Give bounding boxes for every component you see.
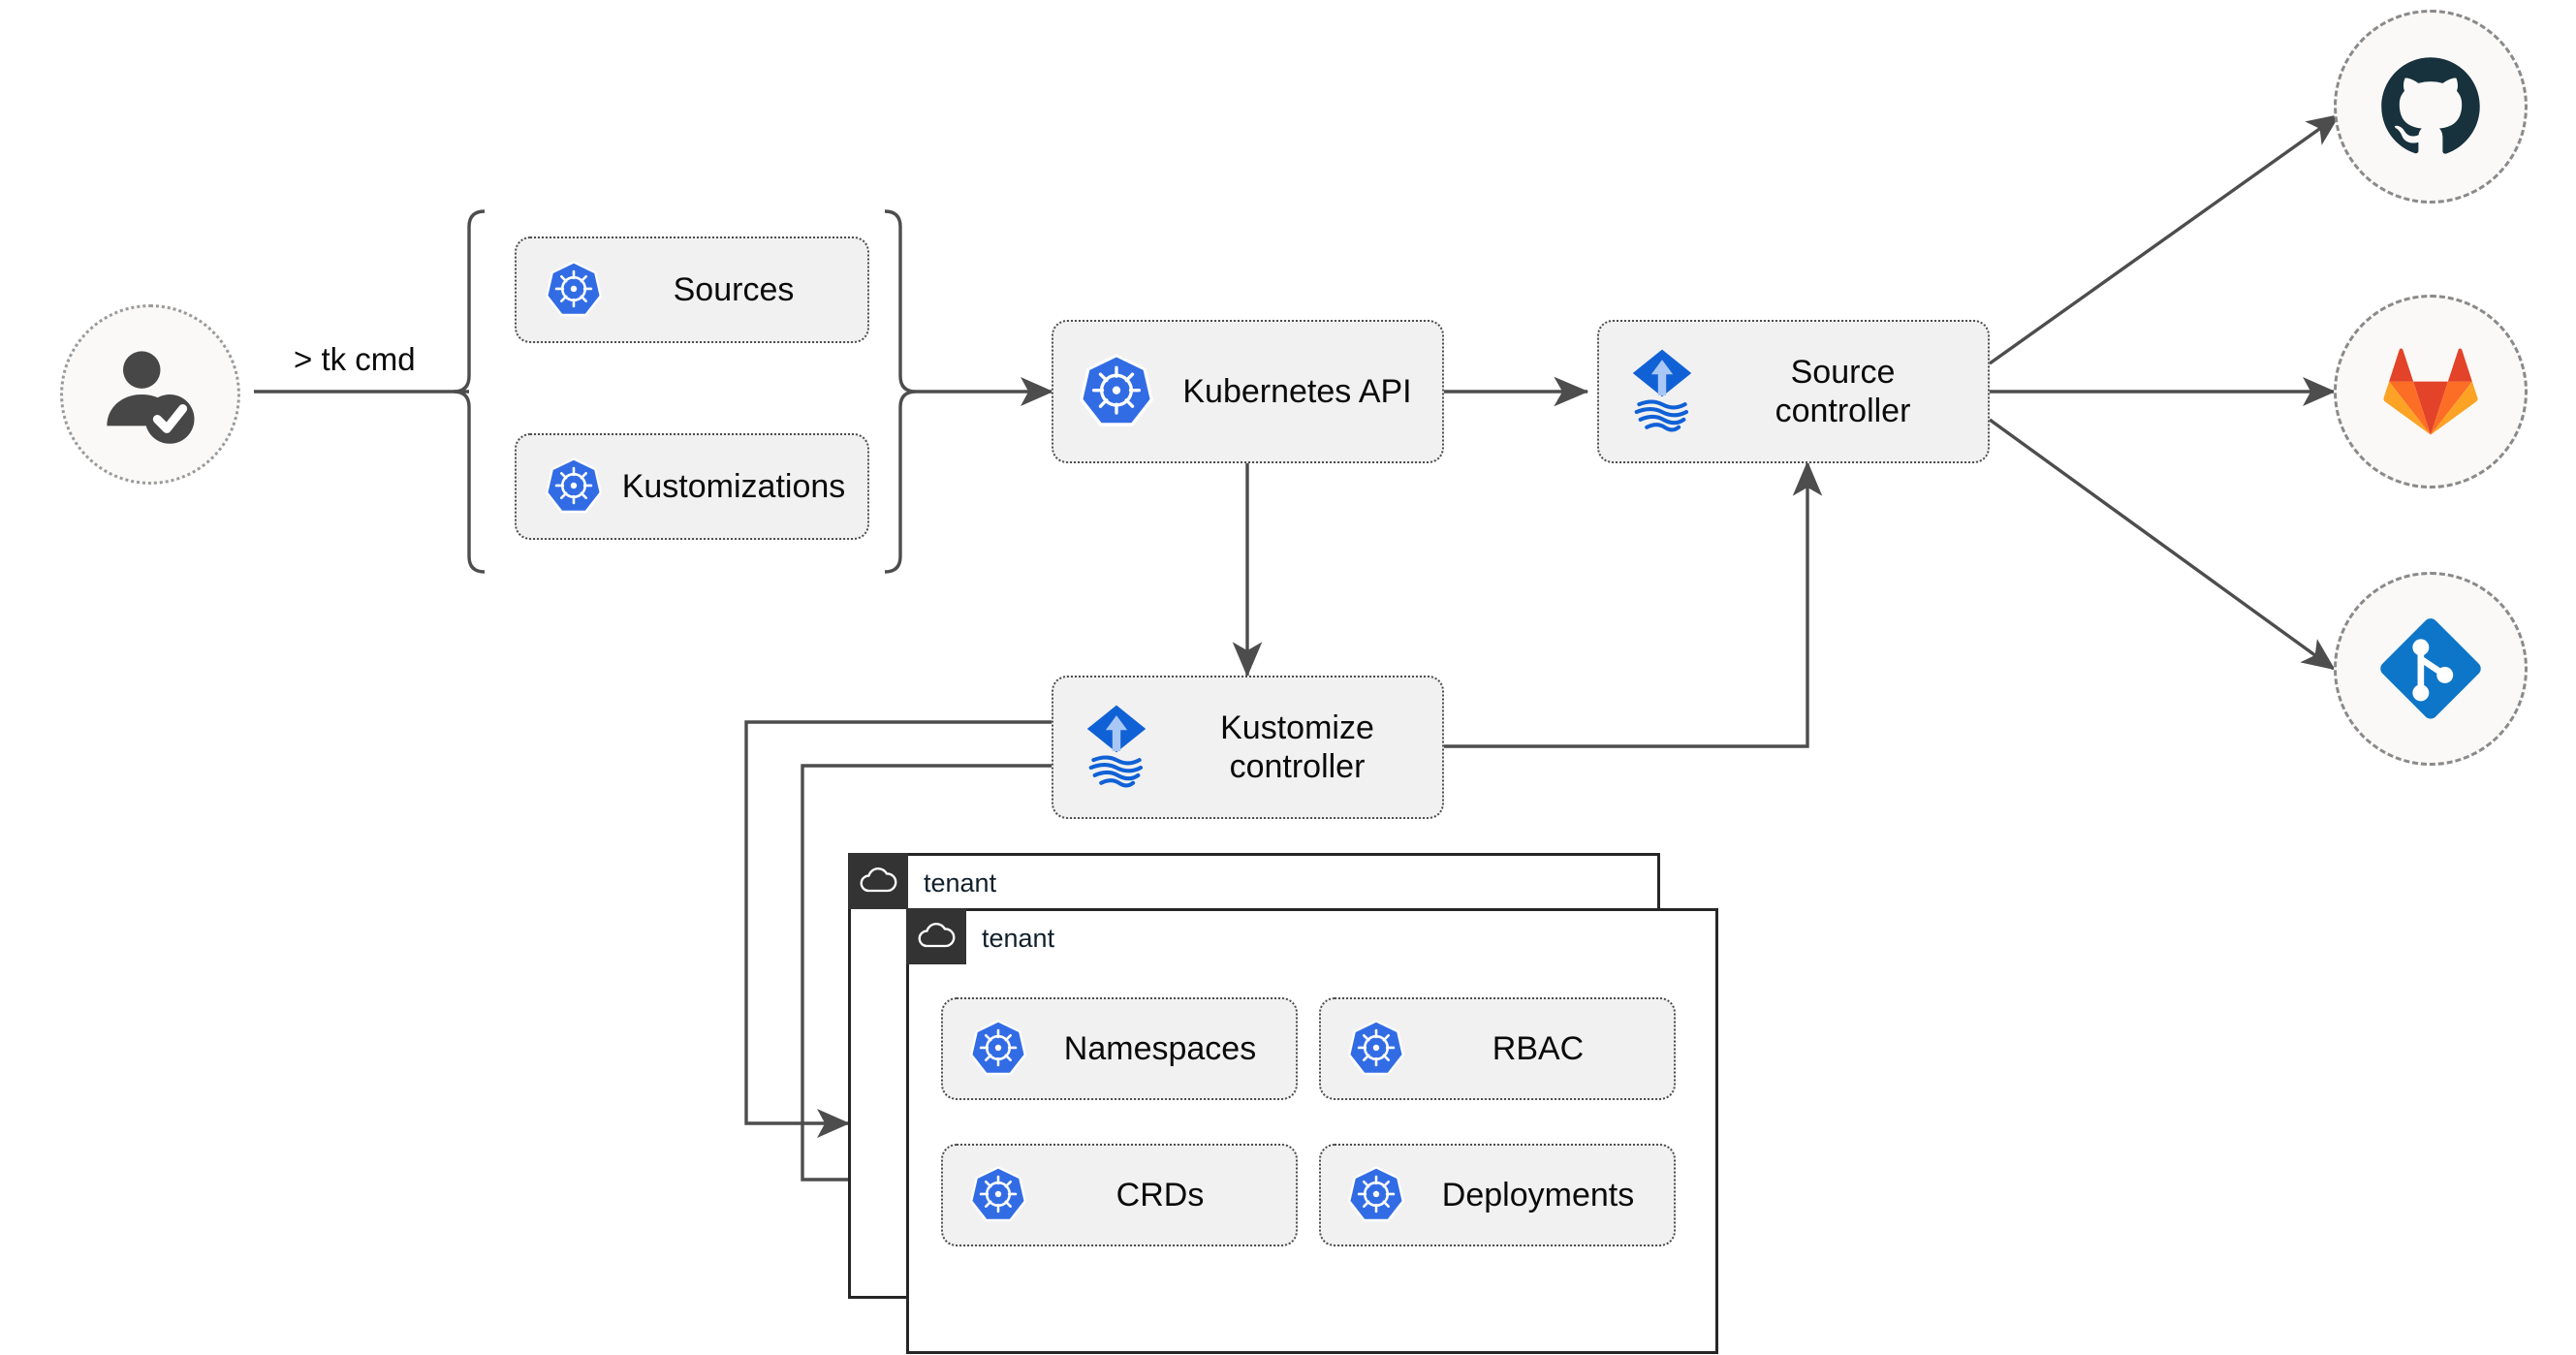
resource-label: Namespaces: [1063, 1029, 1257, 1067]
tenant-window-2-title: tenant: [982, 924, 1055, 953]
resource-label: Sources: [673, 270, 795, 308]
flux-icon: [1086, 705, 1147, 788]
resource-label: CRDs: [1115, 1176, 1205, 1213]
tenant-window-1-tab[interactable]: [848, 853, 908, 909]
command-label: > tk cmd: [294, 341, 416, 377]
provider-github[interactable]: [2334, 10, 2528, 204]
kubernetes-icon: [545, 261, 603, 317]
tenant-resource-crds[interactable]: CRDs: [941, 1144, 1298, 1246]
node-source-controller[interactable]: Source controller: [1597, 320, 1990, 463]
node-label: Kustomize controller: [1158, 709, 1442, 786]
node-label: Kubernetes API: [1182, 372, 1412, 410]
provider-azure-repos[interactable]: [2334, 572, 2528, 766]
kubernetes-icon: [1080, 354, 1153, 426]
edge-kustomize-controller-to-source-controller: [1444, 460, 1823, 748]
kubernetes-icon: [1347, 1166, 1405, 1222]
kubernetes-icon: [1347, 1020, 1405, 1076]
edge-source-controller-to-azure-repos: [1989, 418, 2336, 671]
tenant-resource-rbac[interactable]: RBAC: [1319, 997, 1676, 1100]
tenant-resource-deployments[interactable]: Deployments: [1319, 1144, 1676, 1246]
resource-label: RBAC: [1492, 1029, 1585, 1067]
kubernetes-icon: [545, 457, 603, 514]
tenant-resource-namespaces[interactable]: Namespaces: [941, 997, 1298, 1100]
node-label-line2: controller: [1229, 748, 1366, 785]
node-kubernetes-api[interactable]: Kubernetes API: [1052, 320, 1444, 463]
node-kustomize-controller[interactable]: Kustomize controller: [1052, 676, 1444, 819]
node-label: Source controller: [1704, 353, 1988, 430]
user-verified-icon: [107, 351, 195, 444]
azure-repos-git-icon: [2380, 618, 2481, 719]
tenant-window-2[interactable]: [906, 908, 1718, 1354]
github-icon: [2381, 57, 2480, 154]
node-label-line1: Kustomize: [1220, 709, 1374, 746]
provider-gitlab[interactable]: [2334, 295, 2528, 488]
flux-icon: [1632, 349, 1692, 432]
group-brace-right: [884, 209, 917, 574]
cloud-icon: [860, 867, 897, 893]
node-label-line1: Source: [1790, 353, 1896, 391]
tenant-window-1-title: tenant: [924, 868, 997, 898]
edge-source-controller-to-github: [1989, 113, 2340, 365]
resource-box-sources[interactable]: Sources: [515, 236, 869, 343]
resource-label: Kustomizations: [621, 467, 846, 505]
group-brace-left: [453, 209, 486, 574]
resource-label: Deployments: [1441, 1176, 1635, 1213]
kubernetes-icon: [969, 1166, 1027, 1222]
resource-box-kustomizations[interactable]: Kustomizations: [515, 433, 869, 540]
kubernetes-icon: [969, 1020, 1027, 1076]
gitlab-icon: [2383, 348, 2478, 435]
cloud-icon: [918, 923, 956, 948]
node-label-line2: controller: [1775, 393, 1911, 429]
user-actor: [60, 304, 240, 485]
tenant-window-2-tab[interactable]: [906, 908, 966, 964]
